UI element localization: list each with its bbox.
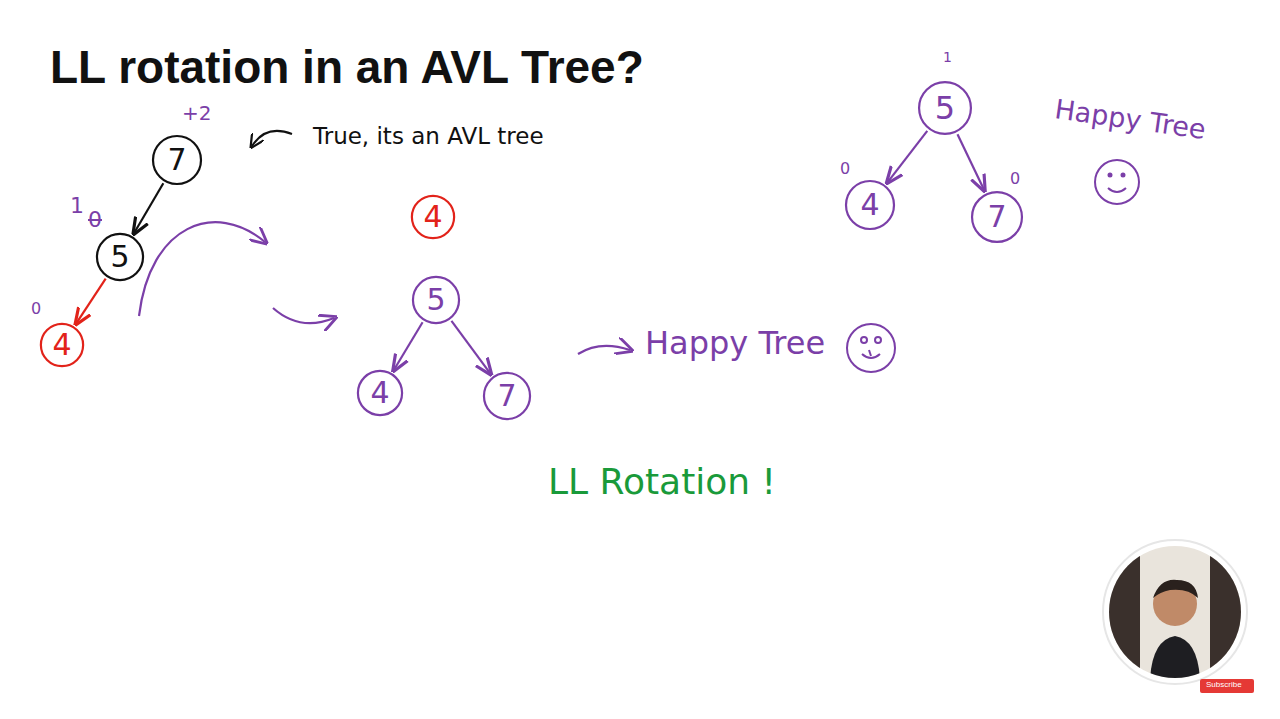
node-value: 5 [426, 285, 445, 315]
handwritten-note: 1 [943, 50, 952, 65]
node-circle [153, 136, 201, 184]
handwritten-note: 0 [1010, 170, 1020, 188]
node-circle [972, 192, 1022, 242]
tree-edge-arrow [451, 321, 490, 374]
tree-node-circle: 7 [483, 372, 531, 420]
node-value: 4 [370, 378, 389, 408]
node-circle [358, 371, 402, 415]
result-arrow [578, 346, 630, 354]
subscribe-badge-text: Subscribe [1206, 681, 1242, 690]
tree-node-circle: 5 [96, 233, 144, 281]
tree-edge-arrow [957, 134, 984, 191]
node-value: 7 [987, 202, 1006, 232]
node-value: 7 [497, 381, 516, 411]
node-value: 5 [935, 92, 955, 124]
node-value: 4 [52, 330, 71, 360]
handwritten-note: 0 [88, 208, 102, 232]
node-circle [97, 234, 143, 280]
smiley-face [1095, 160, 1139, 204]
tree-edge-arrow [134, 183, 164, 233]
tree-node-circle: 4 [40, 323, 84, 367]
handwritten-note: 1 [70, 194, 84, 218]
tree-edge-arrow [393, 322, 422, 370]
node-circle [412, 196, 454, 238]
handwritten-note: Happy Tree [1053, 94, 1208, 145]
handwritten-note: 0 [31, 300, 41, 318]
tree-edge-arrow [76, 279, 106, 324]
node-circle [41, 324, 83, 366]
node-circle [413, 277, 459, 323]
tree-node-circle: 7 [152, 135, 202, 185]
node-circle [919, 82, 971, 134]
handwritten-note: True, its an AVL tree [313, 124, 544, 149]
tree-edge-arrow [887, 131, 927, 183]
handwritten-note: Happy Tree [645, 326, 825, 361]
smiley-face [847, 324, 895, 372]
tree-node-circle: 7 [971, 191, 1023, 243]
handwritten-note: +2 [182, 102, 211, 124]
node-value: 4 [860, 190, 879, 220]
tree-node-circle: 4 [411, 195, 455, 239]
webcam-overlay [1103, 540, 1254, 693]
node-value: 4 [423, 202, 442, 232]
slide-title: LL rotation in an AVL Tree? [50, 40, 644, 94]
handwritten-note: LL Rotation ! [548, 462, 776, 502]
node-value: 5 [110, 242, 129, 272]
node-circle [846, 181, 894, 229]
result-arrow [273, 308, 334, 323]
node-value: 7 [167, 145, 186, 175]
node-circle [484, 373, 530, 419]
tree-node-circle: 5 [412, 276, 460, 324]
tree-node-circle: 4 [357, 370, 403, 416]
handwritten-note: 0 [840, 160, 850, 178]
tree-node-circle: 5 [918, 81, 972, 135]
pointer-arrow [252, 131, 292, 146]
tree-node-circle: 4 [845, 180, 895, 230]
rotation-arc [139, 222, 265, 316]
